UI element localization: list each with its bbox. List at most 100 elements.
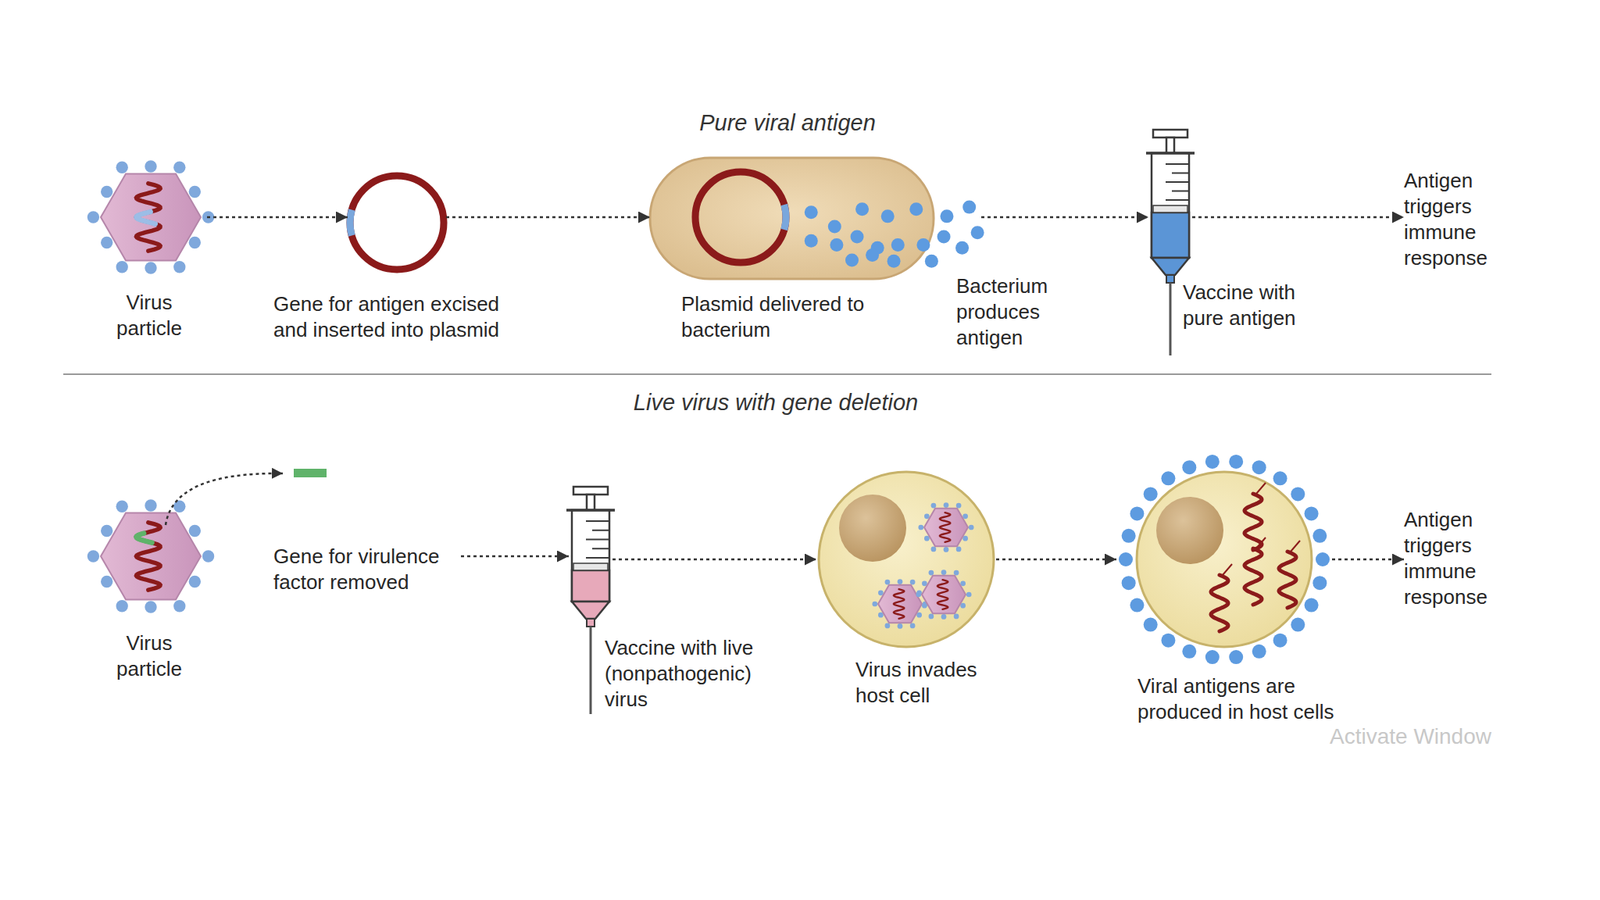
surface-protein [189, 185, 201, 198]
graduation-mark [1171, 190, 1190, 193]
virus-illustration [915, 569, 972, 620]
antigen-particle [828, 219, 842, 233]
surface-protein [943, 502, 950, 508]
surface-protein [173, 260, 186, 273]
graduation-mark [585, 557, 610, 559]
capsid [921, 575, 966, 614]
antigen-particle [971, 225, 985, 240]
watermark: Activate Window [1329, 724, 1588, 750]
surface-antigen [1205, 454, 1220, 469]
surface-protein [144, 600, 157, 613]
surface-antigen [1129, 598, 1144, 613]
surface-antigen [1304, 598, 1319, 613]
surface-antigen [1160, 471, 1175, 486]
viral-genome [893, 589, 904, 619]
surface-protein [116, 161, 129, 174]
syringe-tip [1151, 257, 1190, 275]
surface-protein [910, 623, 916, 629]
antigen-particle [891, 238, 905, 252]
surface-protein [928, 614, 935, 620]
virus-illustration [87, 160, 215, 274]
flow-arrow [207, 216, 348, 219]
flow-arrow [612, 558, 817, 561]
surface-protein [968, 525, 975, 531]
needle-hub [586, 618, 595, 627]
surface-protein [917, 525, 924, 531]
plasmid-illustration [350, 175, 444, 270]
surface-antigen [1304, 506, 1319, 521]
genome-tail [1256, 537, 1266, 549]
surface-protein [173, 500, 186, 513]
surface-antigen [1160, 633, 1175, 648]
surface-protein [943, 546, 950, 553]
surface-protein [144, 499, 157, 511]
surface-antigen [1143, 486, 1158, 501]
step-caption: Vaccine with pure antigen [1182, 279, 1320, 332]
antigen-particle [850, 229, 865, 243]
capsid [100, 174, 201, 261]
step-caption: Vaccine with live (nonpathogenic) virus [604, 635, 781, 713]
graduation-mark [585, 539, 610, 541]
viral-genome [937, 579, 948, 610]
virus-illustration [917, 502, 974, 553]
surface-antigen [1252, 644, 1267, 659]
gene-segment [135, 533, 152, 543]
viral-genome [1244, 493, 1262, 550]
plunger-seal [1153, 205, 1188, 213]
surface-antigen [1312, 575, 1327, 590]
graduation-mark [1165, 199, 1190, 201]
step-caption: Bacterium produces antigen [956, 273, 1074, 351]
bacterium-cell [650, 157, 934, 279]
barrel-flange [1146, 151, 1195, 155]
section-title: Live virus with gene deletion [580, 389, 972, 416]
step-caption: Plasmid delivered to bacterium [681, 291, 865, 343]
surface-protein [931, 546, 937, 553]
nucleus [839, 494, 907, 562]
step-text: Antigen triggers immune response [1403, 167, 1508, 272]
antigen-particle [925, 254, 939, 268]
surface-protein [87, 210, 100, 223]
surface-antigen [1290, 617, 1305, 633]
viral-genome [135, 183, 161, 251]
antigen-particle [829, 238, 843, 252]
plasmid: Gene for antigen excised and inserted in… [347, 173, 447, 272]
nucleus [1156, 496, 1224, 565]
surface-protein [173, 161, 186, 174]
inserted-gene [350, 209, 352, 236]
genome-tail [1290, 540, 1300, 552]
step-caption: Virus invades host cell [855, 657, 1012, 709]
surface-protein [202, 550, 215, 562]
antigen-particle [855, 202, 869, 216]
virus-particle: Virus particle [94, 160, 208, 274]
surface-protein [915, 592, 922, 598]
surface-antigen [1121, 528, 1136, 543]
genome-tail [1222, 564, 1233, 575]
surface-protein [116, 600, 129, 612]
surface-protein [116, 260, 129, 273]
surface-protein [87, 550, 100, 562]
antigen-particle [916, 238, 930, 252]
section-title: Pure viral antigen [670, 110, 905, 136]
surface-protein [189, 525, 201, 537]
surface-protein [966, 592, 972, 598]
surface-antigen [1273, 633, 1288, 648]
antigen-particle [881, 209, 895, 223]
inserted-gene [784, 204, 786, 230]
surface-antigen [1121, 575, 1136, 590]
surface-protein [144, 261, 157, 274]
graduation-mark [1171, 172, 1190, 175]
plasmid-ring [695, 171, 786, 263]
capsid [924, 508, 968, 547]
virus-illustration [871, 578, 928, 629]
antigen-particle [937, 229, 951, 243]
cell-illustration [818, 471, 994, 647]
surface-protein [100, 236, 113, 249]
outcome-text: Antigen triggers immune response [1403, 507, 1508, 612]
surface-protein [116, 500, 129, 513]
graduation-mark [1165, 163, 1190, 165]
surface-protein [941, 569, 947, 575]
surface-antigen [1182, 644, 1197, 659]
flow-arrow [460, 555, 569, 558]
needle-hub [1166, 275, 1175, 283]
